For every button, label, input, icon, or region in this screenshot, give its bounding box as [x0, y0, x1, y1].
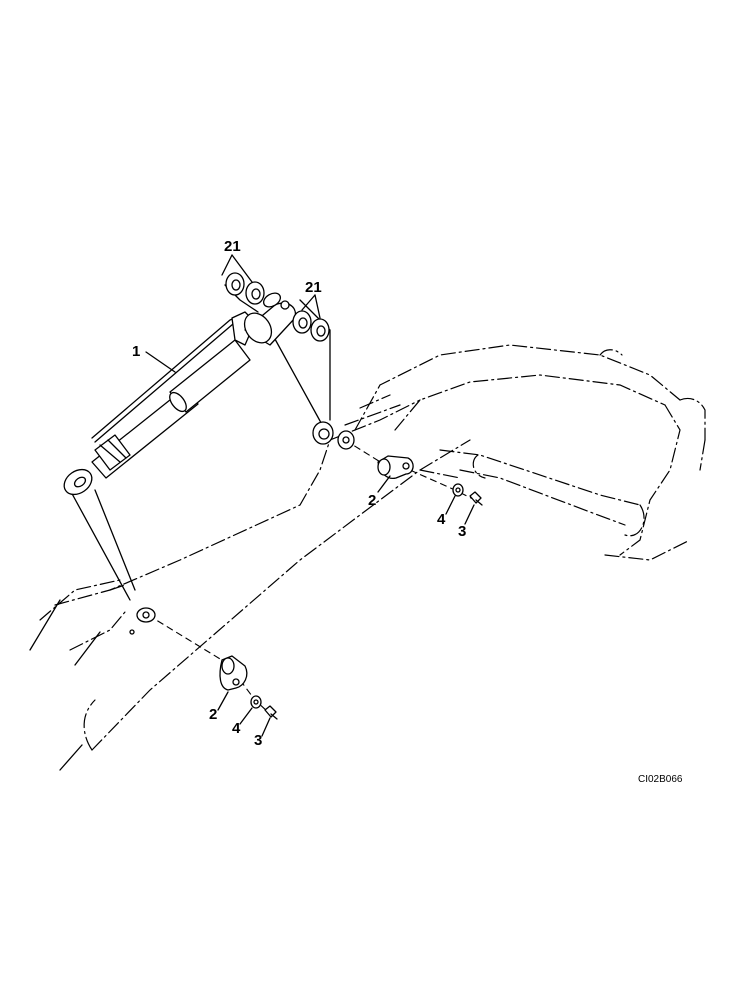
callout-labels: 1 21 21 2 4 3 2 4 3 — [132, 238, 466, 749]
boom-pivot-upper — [312, 421, 355, 450]
shim-set-top — [221, 254, 265, 305]
shim-set-right — [292, 294, 330, 342]
leader-lines — [145, 351, 475, 737]
boom-phantom-outline — [29, 344, 706, 771]
bolt-upper — [469, 491, 483, 506]
pin-lower — [219, 655, 248, 691]
callout-cylinder: 1 — [132, 343, 140, 360]
washer-lower — [250, 695, 262, 709]
pin-upper — [377, 455, 414, 480]
callout-bolt-upper: 3 — [458, 523, 466, 540]
callout-shims-top: 21 — [224, 238, 241, 255]
boom-pivot-lower — [129, 607, 156, 635]
callout-pin-upper: 2 — [368, 492, 376, 509]
callout-shims-right: 21 — [305, 279, 322, 296]
assembly-guide-lines — [69, 284, 476, 713]
hydraulic-cylinder — [63, 292, 297, 496]
drawing-code: CI02B066 — [638, 774, 683, 785]
bolt-lower — [264, 705, 278, 720]
callout-washer-upper: 4 — [437, 511, 446, 528]
callout-pin-lower: 2 — [209, 706, 217, 723]
washer-upper — [452, 483, 464, 497]
callout-bolt-lower: 3 — [254, 732, 262, 749]
callout-washer-lower: 4 — [232, 720, 241, 737]
